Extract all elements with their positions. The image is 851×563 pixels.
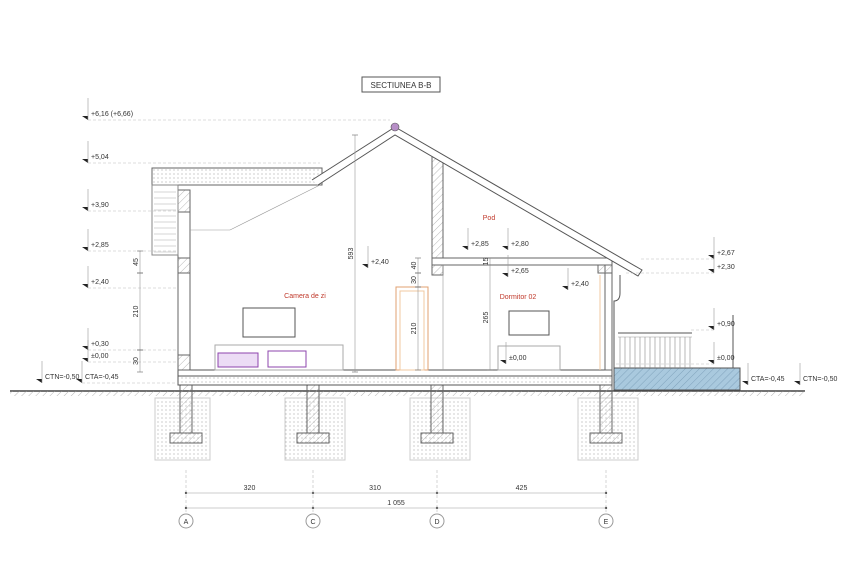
dimension-label: 265 (483, 312, 490, 324)
dimension-label: 40 (411, 262, 418, 270)
grid-axes: A C D E 320 310 425 1 055 (178, 470, 614, 529)
level-label: CTN=-0,50 (803, 376, 838, 383)
level-label: +3,90 (91, 202, 109, 209)
level-label: +2,85 (91, 242, 109, 249)
axis-label: D (434, 519, 439, 526)
level-label: +2,40 (371, 259, 389, 266)
furniture (214, 275, 601, 371)
dimension-label: 210 (411, 323, 418, 335)
level-label: CTA=-0,45 (85, 374, 119, 381)
total-dimension: 1 055 (387, 500, 405, 507)
roof (151, 122, 643, 370)
ground (10, 390, 805, 461)
axis-bubble (429, 513, 445, 529)
level-label: +2,85 (471, 241, 489, 248)
section-title: SECTIUNEA B-B (361, 76, 441, 93)
dimension-label: 593 (348, 248, 355, 260)
railing (618, 332, 692, 368)
level-label: +6,16 (+6,66) (91, 111, 133, 118)
dimension-label: 45 (133, 258, 140, 266)
axis-bubble (178, 513, 194, 529)
level-label: +2,40 (571, 281, 589, 288)
room-label-attic: Pod (483, 215, 496, 222)
span-dimension: 320 (244, 485, 256, 492)
floor-slab (177, 369, 613, 386)
level-label: +2,65 (511, 268, 529, 275)
level-label: +2,40 (91, 279, 109, 286)
span-dimension: 425 (516, 485, 528, 492)
svg-text:SECTIUNEA B-B: SECTIUNEA B-B (371, 81, 432, 90)
dimension-label: 30 (133, 357, 140, 365)
terrace (613, 315, 741, 391)
level-label: ±0,00 (509, 355, 527, 362)
axis-bubble (598, 513, 614, 529)
axis-label: E (604, 519, 609, 526)
walls (177, 154, 613, 371)
room-label-bedroom: Dormitor 02 (500, 294, 537, 301)
span-dimension: 310 (369, 485, 381, 492)
level-label: +2,67 (717, 250, 735, 257)
dimension-label: 210 (133, 306, 140, 318)
axis-label: C (310, 519, 315, 526)
level-marks: +6,16 (+6,66) +5,04 +3,90 +2,85 +2,40 +0,30 ±0… (36, 98, 838, 385)
level-label: +5,04 (91, 154, 109, 161)
axis-bubble (305, 513, 321, 529)
level-label: +0,90 (717, 321, 735, 328)
level-label: CTA=-0,45 (751, 376, 785, 383)
room-label-living: Camera de zi (284, 293, 326, 300)
level-label: ±0,00 (717, 355, 735, 362)
level-label: ±0,00 (91, 353, 109, 360)
axis-label: A (184, 519, 189, 526)
level-label: CTN=-0,50 (45, 374, 80, 381)
dimension-label: 30 (411, 276, 418, 284)
dimension-label: 15 (483, 258, 490, 266)
level-label: +0,30 (91, 341, 109, 348)
level-label: +2,80 (511, 241, 529, 248)
dimensions: 45 210 30 593 40 30 210 15 265 (133, 134, 493, 373)
level-label: +2,30 (717, 264, 735, 271)
